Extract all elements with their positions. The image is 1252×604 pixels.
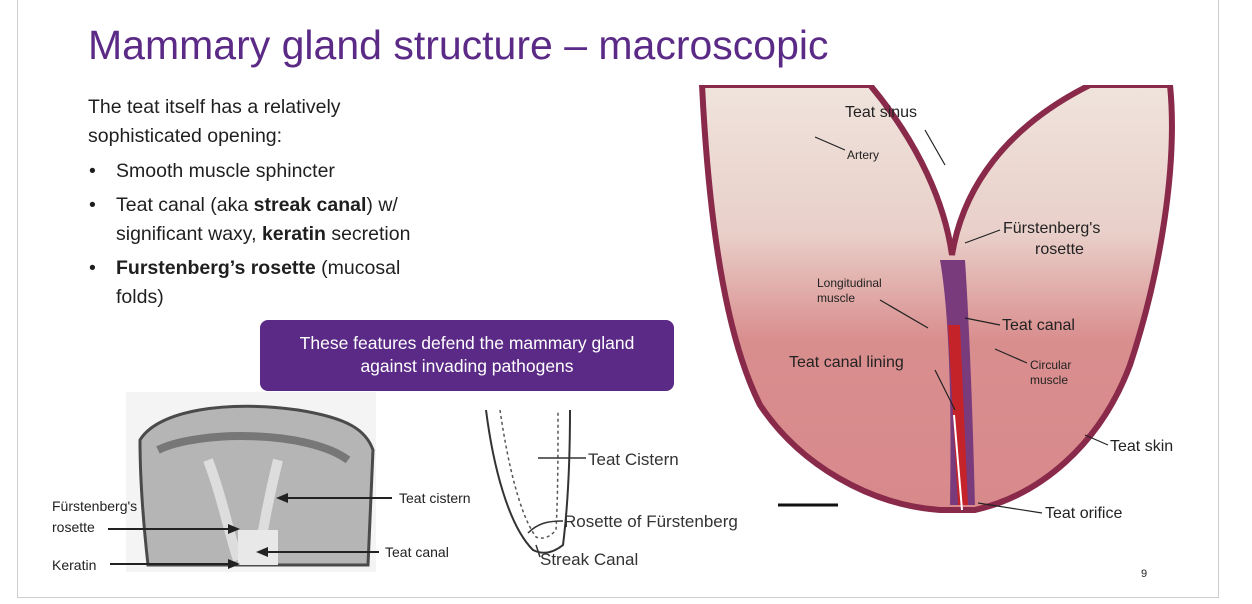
label-circular-line1: Circular <box>1030 358 1071 372</box>
label-teat-canal: Teat canal <box>1002 317 1075 334</box>
teat-sketch-figure: Teat Cistern Rosette of Fürstenberg Stre… <box>478 405 778 575</box>
intro-line-2: sophisticated opening: <box>88 122 468 151</box>
label-sketch-rosette: Rosette of Fürstenberg <box>564 512 738 531</box>
slide-title: Mammary gland structure – macroscopic <box>88 22 829 69</box>
label-circular-line2: muscle <box>1030 373 1068 387</box>
bullet-text: Teat canal (aka <box>116 194 254 216</box>
bullet-text: secretion <box>326 223 411 245</box>
label-sketch-teat-cistern: Teat Cistern <box>588 450 679 469</box>
label-photo-rosette-line2: rosette <box>52 519 95 535</box>
bullet-bold-text: streak canal <box>254 194 367 216</box>
label-rosette-line1: Fürstenberg's <box>1003 220 1100 237</box>
bullet-text: significant waxy, <box>116 223 262 245</box>
bullet-item: • Teat canal (aka streak canal) w/ signi… <box>88 191 468 249</box>
label-artery: Artery <box>847 148 879 162</box>
callout-box: These features defend the mammary gland … <box>260 320 674 391</box>
callout-line-2: against invading pathogens <box>260 355 674 378</box>
callout-line-1: These features defend the mammary gland <box>260 332 674 355</box>
bullet-icon: • <box>89 191 96 220</box>
label-rosette-line2: rosette <box>1035 241 1084 258</box>
label-sketch-streak-canal: Streak Canal <box>540 550 638 569</box>
intro-line-1: The teat itself has a relatively <box>88 93 468 122</box>
label-teat-sinus: Teat sinus <box>845 104 917 121</box>
bullet-bold-text: Furstenberg’s rosette <box>116 257 316 279</box>
bullet-text: ) w/ <box>366 194 397 216</box>
bullet-text: (mucosal <box>316 257 401 279</box>
teat-photo-figure: Fürstenberg's rosette Keratin Teat ciste… <box>48 390 488 580</box>
label-teat-orifice: Teat orifice <box>1045 505 1122 522</box>
label-teat-canal-lining: Teat canal lining <box>789 354 904 371</box>
slide-body: The teat itself has a relatively sophist… <box>88 93 468 312</box>
page-number: 9 <box>1141 568 1147 580</box>
label-photo-teat-canal: Teat canal <box>385 544 449 560</box>
bullet-text: folds) <box>116 286 164 308</box>
bullet-item: • Smooth muscle sphincter <box>88 157 468 186</box>
bullet-item: • Furstenberg’s rosette (mucosal folds) <box>88 254 468 312</box>
label-longitudinal-line2: muscle <box>817 291 855 305</box>
bullet-bold-text: keratin <box>262 223 326 245</box>
bullet-icon: • <box>89 157 96 186</box>
label-photo-teat-cistern: Teat cistern <box>399 490 471 506</box>
bullet-text: Smooth muscle sphincter <box>116 160 335 182</box>
label-longitudinal-line1: Longitudinal <box>817 276 882 290</box>
label-teat-skin: Teat skin <box>1110 438 1173 455</box>
label-photo-rosette-line1: Fürstenberg's <box>52 498 137 514</box>
bullet-icon: • <box>89 254 96 283</box>
bullet-list: • Smooth muscle sphincter • Teat canal (… <box>88 157 468 312</box>
label-photo-keratin: Keratin <box>52 557 96 573</box>
